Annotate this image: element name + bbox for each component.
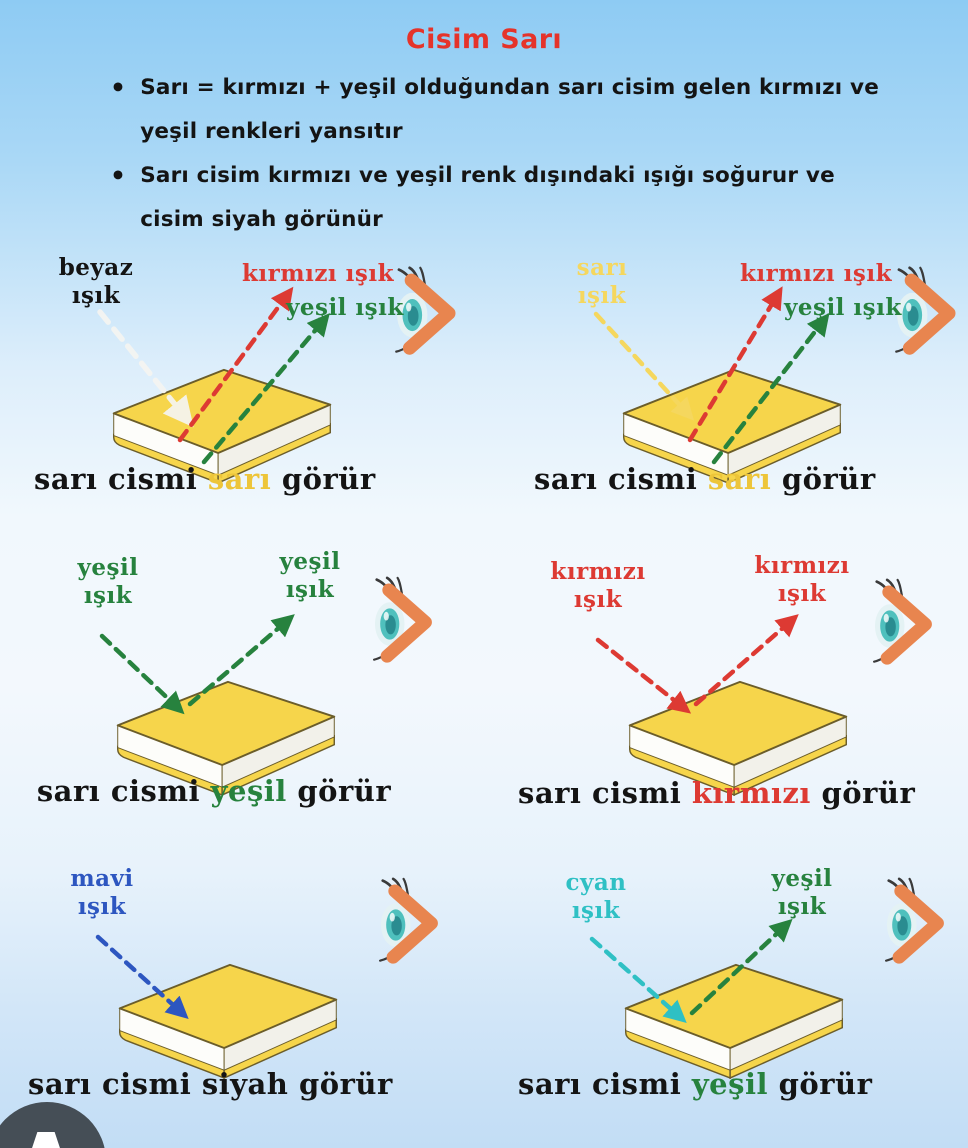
panel-caption: sarı cismi sarı görür (534, 462, 876, 496)
reflected-light-label: yeşil ışık (286, 294, 404, 321)
reflected-light-label: kırmızı ışık (740, 260, 893, 287)
yellow-book (624, 963, 844, 1079)
eye-icon (896, 268, 949, 352)
yellow-book (118, 963, 338, 1079)
red-reflected-ray (687, 286, 783, 443)
panel-caption: sarı cismi kırmızı görür (518, 776, 916, 810)
bullet-list: • Sarı = kırmızı + yeşil olduğundan sarı… (110, 66, 894, 242)
eye-icon (380, 879, 431, 961)
green-reflected-ray (711, 312, 830, 465)
bullet-dot: • (110, 161, 127, 190)
red-reflected-ray (693, 614, 799, 707)
bullet-text: Sarı cisim kırmızı ve yeşil renk dışında… (140, 163, 835, 232)
green-reflected-ray (689, 918, 793, 1016)
panel-caption: sarı cismi sarı görür (34, 462, 376, 496)
bullet-item: • Sarı = kırmızı + yeşil olduğundan sarı… (110, 66, 894, 154)
reflected-light-label: yeşil ışık (784, 294, 902, 321)
red-light-ray (595, 637, 692, 714)
bullet-dot: • (110, 73, 127, 102)
panel-caption: sarı cismi siyah görür (28, 1067, 393, 1101)
white-light-ray (97, 309, 194, 428)
yellow-light-ray (593, 311, 695, 421)
reflected-light-label: kırmızı ışık (242, 260, 395, 287)
red-reflected-ray (177, 286, 294, 443)
bullet-text: Sarı = kırmızı + yeşil olduğundan sarı c… (140, 75, 880, 144)
fab-icon (28, 1132, 64, 1148)
panel-caption: sarı cismi yeşil görür (518, 1067, 873, 1101)
eye-icon (374, 578, 425, 660)
page-title: Cisim Sarı (405, 24, 563, 55)
bullet-item: • Sarı cisim kırmızı ve yeşil renk dışın… (110, 154, 894, 242)
eye-icon (886, 879, 937, 961)
cyan-light-ray (589, 936, 687, 1023)
eye-icon (396, 268, 449, 352)
green-reflected-ray (187, 614, 295, 707)
green-reflected-ray (201, 313, 330, 465)
eye-icon (874, 580, 925, 662)
blue-light-ray (95, 934, 189, 1020)
green-light-ray (99, 633, 185, 715)
panel-caption: sarı cismi yeşil görür (36, 774, 392, 808)
